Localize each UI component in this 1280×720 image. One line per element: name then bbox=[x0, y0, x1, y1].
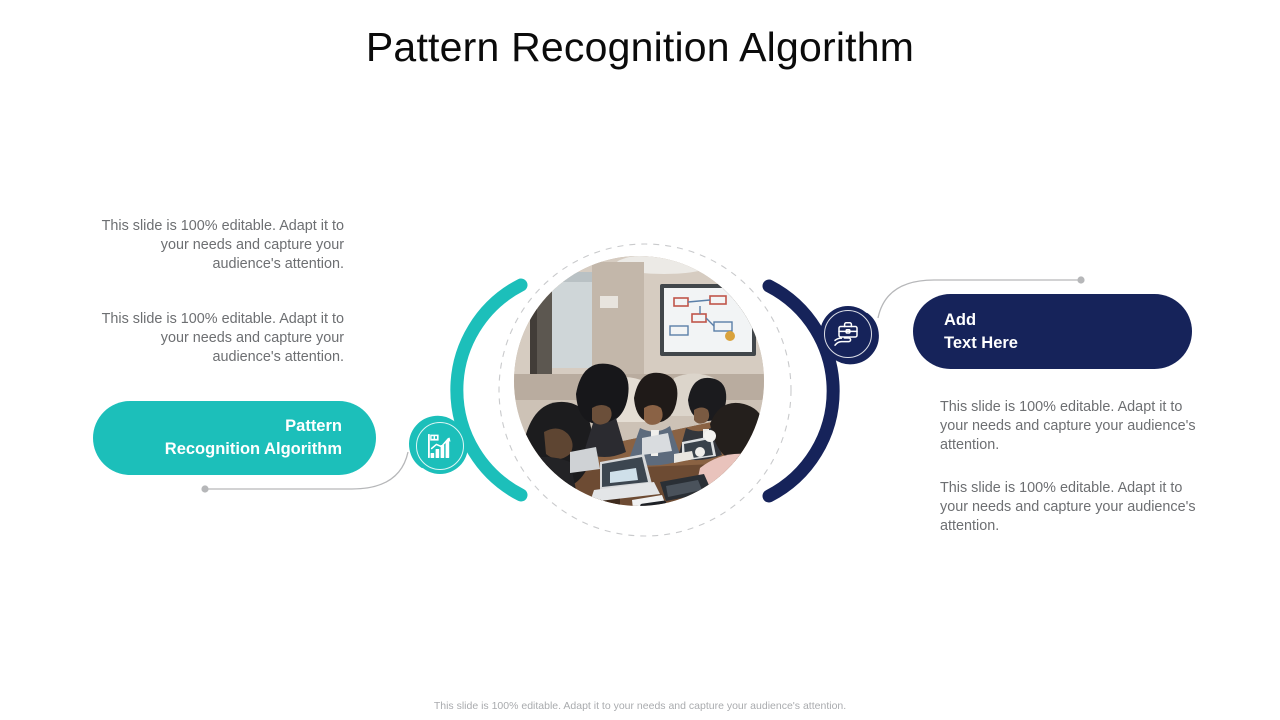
badge-inner-ring bbox=[824, 310, 872, 358]
navy-label-pill[interactable]: Add Text Here bbox=[913, 294, 1192, 369]
teal-label-pill[interactable]: Pattern Recognition Algorithm bbox=[93, 401, 376, 475]
left-paragraph-1: This slide is 100% editable. Adapt it to… bbox=[101, 218, 344, 272]
teal-pill-line2: Recognition Algorithm bbox=[164, 440, 342, 458]
footer-note: This slide is 100% editable. Adapt it to… bbox=[433, 700, 847, 712]
page-title: Pattern Recognition Algorithm bbox=[365, 24, 915, 70]
growth-bar-chart-badge[interactable] bbox=[412, 418, 468, 474]
left-paragraph-2: This slide is 100% editable. Adapt it to… bbox=[101, 311, 344, 365]
hand-holding-briefcase-badge[interactable] bbox=[820, 306, 876, 362]
meeting-photo bbox=[514, 256, 764, 506]
navy-pill-line2: Text Here bbox=[944, 333, 1018, 352]
teal-pill-line1: Pattern bbox=[285, 417, 342, 435]
right-paragraph-1: This slide is 100% editable. Adapt it to… bbox=[940, 399, 1196, 453]
right-paragraph-2: This slide is 100% editable. Adapt it to… bbox=[940, 480, 1196, 534]
meeting-photo-illustration bbox=[514, 256, 764, 506]
growth-bar-chart-icon bbox=[428, 434, 451, 458]
badge-inner-ring bbox=[416, 422, 464, 470]
left-connector-dot bbox=[201, 485, 209, 493]
right-connector-dot bbox=[1077, 276, 1085, 284]
hand-holding-briefcase-icon bbox=[834, 322, 858, 346]
navy-pill-line1: Add bbox=[944, 310, 977, 329]
center-graphic bbox=[470, 240, 830, 550]
